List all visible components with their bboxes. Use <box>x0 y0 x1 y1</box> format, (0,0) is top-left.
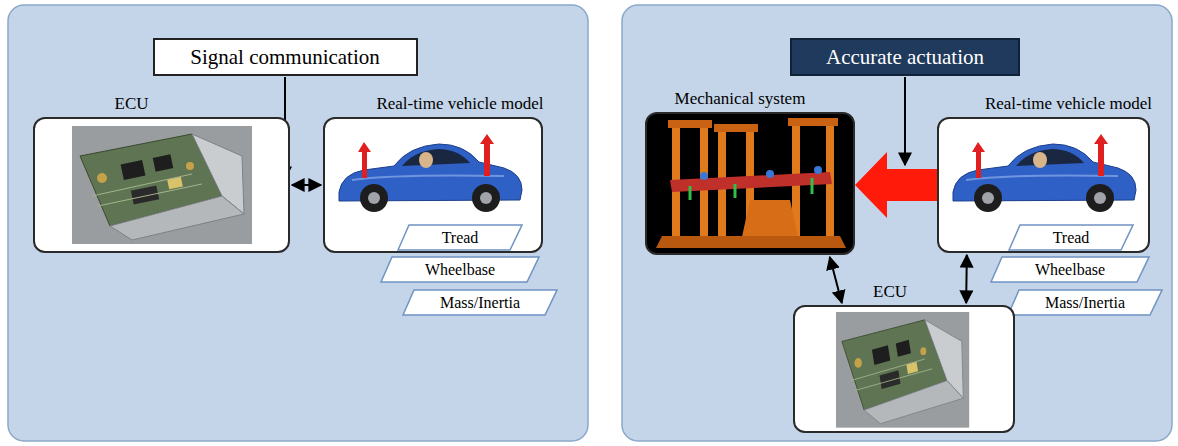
node-label: Mass/Inertia <box>402 289 558 316</box>
tag-outline-shape <box>398 225 522 250</box>
test-rig-picture-part <box>714 124 758 132</box>
connector-arrow <box>292 184 321 186</box>
tag-outline-shape <box>381 257 539 282</box>
node-label: Wheelbase <box>990 256 1150 283</box>
parameter-tag: Wheelbase <box>990 256 1150 283</box>
parameter-tag: Tread <box>1008 224 1134 251</box>
panel <box>622 5 1172 441</box>
ecu-board <box>836 312 969 428</box>
node-label: Mechanical system <box>635 88 845 112</box>
test-rig-picture-part <box>689 186 692 200</box>
node-label: ECU <box>779 281 1001 305</box>
parameter-tag: Mass/Inertia <box>1007 289 1163 316</box>
test-rig-picture-part <box>814 166 822 174</box>
test-rig-picture-part <box>788 118 838 126</box>
test-rig-picture-part <box>734 184 737 198</box>
node-label: Mass/Inertia <box>1007 289 1163 316</box>
title-box: Signal communication <box>153 38 418 76</box>
panel <box>8 5 588 441</box>
test-rig-picture-part <box>668 120 712 128</box>
tag-outline-shape <box>1008 290 1162 315</box>
node-label: Tread <box>1008 224 1134 251</box>
parameter-tag: Mass/Inertia <box>402 289 558 316</box>
connector-arrow <box>830 257 842 303</box>
connector-arrow <box>965 255 968 303</box>
test-rig-picture-part <box>766 170 774 178</box>
test-rig-picture-part <box>700 172 708 180</box>
test-rig-picture-part <box>670 172 832 192</box>
parameter-tag: Wheelbase <box>380 256 540 283</box>
tag-outline-shape <box>991 257 1149 282</box>
ecu-board <box>72 126 252 244</box>
car-picture <box>953 134 1136 212</box>
pointer-arrow <box>904 77 906 165</box>
node-label: Tread <box>397 224 523 251</box>
test-rig-picture-part <box>656 236 846 248</box>
block-arrow <box>855 152 937 218</box>
node-label: Accurate actuation <box>826 45 984 70</box>
test-rig-picture-part <box>811 178 814 194</box>
tag-outline-shape <box>1009 225 1133 250</box>
node-label: Signal communication <box>190 45 380 70</box>
node-label: Wheelbase <box>380 256 540 283</box>
node-label: Real-time vehicle model <box>962 93 1175 117</box>
node-label: ECU <box>3 93 260 117</box>
dark-title-box: Accurate actuation <box>790 38 1020 76</box>
tag-outline-shape <box>403 290 557 315</box>
node-label: Real-time vehicle model <box>350 93 570 117</box>
test-rig-picture <box>656 118 846 248</box>
car-picture <box>339 134 522 212</box>
parameter-tag: Tread <box>397 224 523 251</box>
